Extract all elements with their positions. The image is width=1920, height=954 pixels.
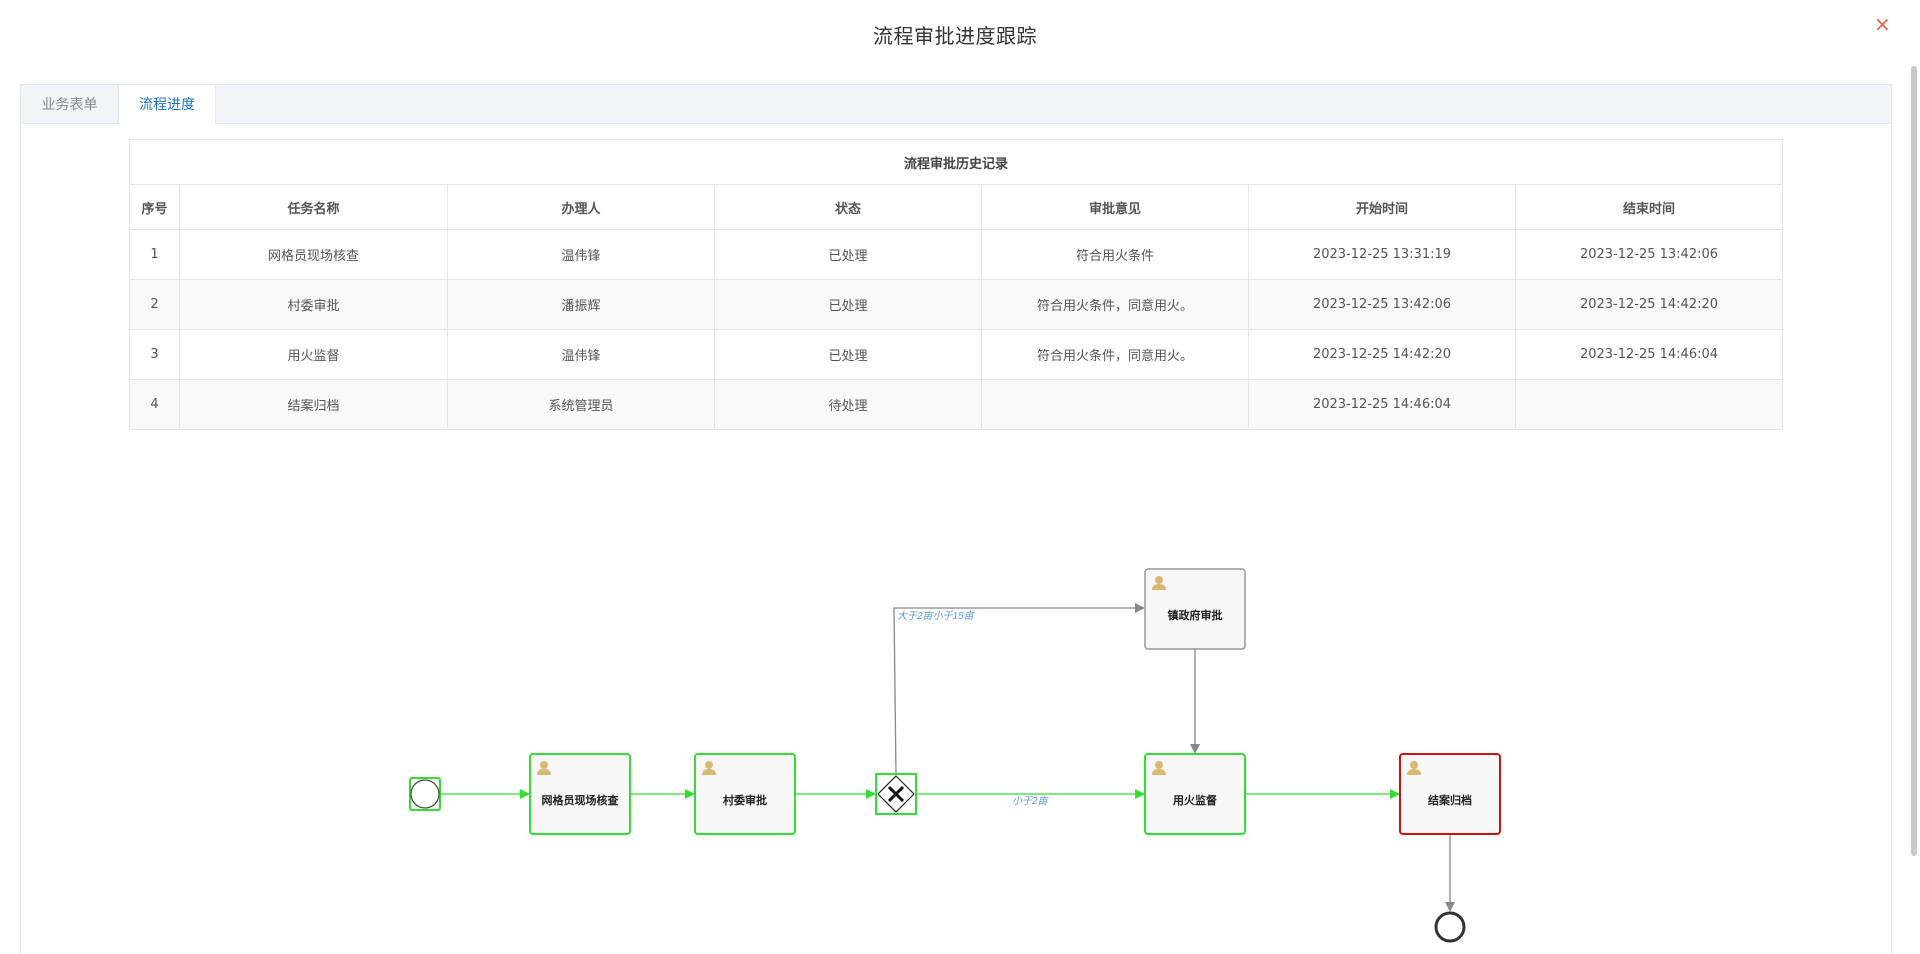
table-row: 2 村委审批 潘振辉 已处理 符合用火条件，同意用火。 2023-12-25 1… bbox=[129, 279, 1783, 330]
dialog-header: 流程审批进度跟踪 × bbox=[0, 0, 1920, 66]
cell-no: 3 bbox=[129, 329, 180, 380]
cell-opinion: 符合用火条件，同意用火。 bbox=[981, 329, 1249, 380]
cell-status: 已处理 bbox=[714, 229, 982, 280]
task-supervise[interactable]: 用火监督 bbox=[1144, 753, 1246, 835]
cell-task: 用火监督 bbox=[179, 329, 448, 380]
tab-process-progress[interactable]: 流程进度 bbox=[118, 85, 216, 124]
cell-status: 已处理 bbox=[714, 329, 982, 380]
col-header-no: 序号 bbox=[129, 184, 180, 230]
cell-start: 2023-12-25 13:31:19 bbox=[1248, 229, 1516, 280]
start-event[interactable] bbox=[409, 777, 441, 811]
task-label: 网格员现场核查 bbox=[542, 793, 619, 807]
col-header-opinion: 审批意见 bbox=[981, 184, 1249, 230]
table-header-row: 序号 任务名称 办理人 状态 审批意见 开始时间 结束时间 bbox=[129, 184, 1783, 230]
task-label: 用火监督 bbox=[1173, 793, 1217, 807]
col-header-status: 状态 bbox=[714, 184, 982, 230]
history-caption: 流程审批历史记录 bbox=[129, 139, 1783, 185]
cell-handler: 温伟锋 bbox=[447, 329, 715, 380]
task-label: 结案归档 bbox=[1427, 793, 1472, 807]
scrollbar[interactable] bbox=[1911, 66, 1917, 856]
table-row: 4 结案归档 系统管理员 待处理 2023-12-25 14:46:04 bbox=[129, 379, 1783, 430]
task-village[interactable]: 村委审批 bbox=[694, 753, 796, 835]
cell-end: 2023-12-25 13:42:06 bbox=[1515, 229, 1783, 280]
cell-opinion bbox=[981, 379, 1249, 430]
task-town[interactable]: 镇政府审批 bbox=[1144, 568, 1246, 650]
cell-end: 2023-12-25 14:42:20 bbox=[1515, 279, 1783, 330]
col-header-handler: 办理人 bbox=[447, 184, 715, 230]
cell-handler: 潘振辉 bbox=[447, 279, 715, 330]
cell-no: 1 bbox=[129, 229, 180, 280]
cell-no: 2 bbox=[129, 279, 180, 330]
close-icon[interactable]: × bbox=[1874, 12, 1891, 36]
dialog-title: 流程审批进度跟踪 bbox=[873, 24, 1037, 48]
col-header-task: 任务名称 bbox=[179, 184, 448, 230]
cell-task: 村委审批 bbox=[179, 279, 448, 330]
cell-handler: 系统管理员 bbox=[447, 379, 715, 430]
cell-start: 2023-12-25 13:42:06 bbox=[1248, 279, 1516, 330]
cell-end bbox=[1515, 379, 1783, 430]
cell-status: 待处理 bbox=[714, 379, 982, 430]
cell-handler: 温伟锋 bbox=[447, 229, 715, 280]
cell-task: 结案归档 bbox=[179, 379, 448, 430]
tab-panel: 业务表单 流程进度 流程审批历史记录 序号 任务名称 办理人 状态 审批意见 开… bbox=[20, 84, 1892, 954]
cell-start: 2023-12-25 14:46:04 bbox=[1248, 379, 1516, 430]
history-table: 流程审批历史记录 序号 任务名称 办理人 状态 审批意见 开始时间 结束时间 1… bbox=[129, 139, 1783, 430]
cell-opinion: 符合用火条件，同意用火。 bbox=[981, 279, 1249, 330]
tab-business-form[interactable]: 业务表单 bbox=[41, 97, 98, 113]
col-header-end: 结束时间 bbox=[1515, 184, 1783, 230]
task-label: 镇政府审批 bbox=[1168, 608, 1223, 622]
task-grid-check[interactable]: 网格员现场核查 bbox=[529, 753, 631, 835]
table-row: 3 用火监督 温伟锋 已处理 符合用火条件，同意用火。 2023-12-25 1… bbox=[129, 329, 1783, 380]
cell-status: 已处理 bbox=[714, 279, 982, 330]
task-label: 村委审批 bbox=[723, 793, 767, 807]
table-row: 1 网格员现场核查 温伟锋 已处理 符合用火条件 2023-12-25 13:3… bbox=[129, 229, 1783, 280]
col-header-start: 开始时间 bbox=[1248, 184, 1516, 230]
cell-task: 网格员现场核查 bbox=[179, 229, 448, 280]
cell-no: 4 bbox=[129, 379, 180, 430]
task-archive[interactable]: 结案归档 bbox=[1399, 753, 1501, 835]
exclusive-gateway[interactable] bbox=[875, 773, 917, 815]
cell-opinion: 符合用火条件 bbox=[981, 229, 1249, 280]
end-event[interactable] bbox=[1434, 911, 1466, 943]
cell-end: 2023-12-25 14:46:04 bbox=[1515, 329, 1783, 380]
tab-bar: 业务表单 流程进度 bbox=[21, 85, 1891, 124]
cell-start: 2023-12-25 14:42:20 bbox=[1248, 329, 1516, 380]
